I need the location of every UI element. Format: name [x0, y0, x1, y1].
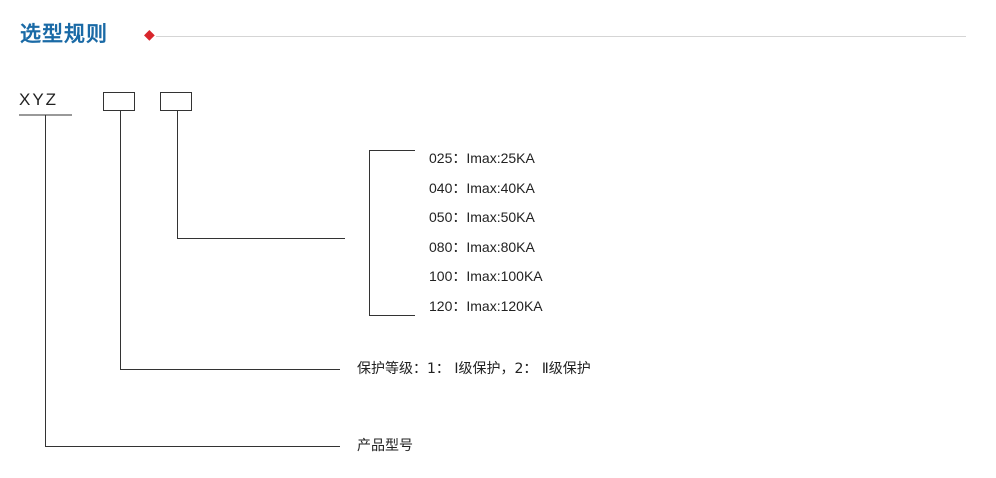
diamond-icon: ◆ — [144, 27, 155, 43]
current-option: 025：Imax:25KA — [429, 150, 535, 166]
product-model-label: 产品型号 — [357, 438, 413, 454]
protection-level-label: 保护等级：1： Ⅰ级保护，2： Ⅱ级保护 — [357, 361, 591, 377]
section-title: 选型规则 — [20, 22, 108, 46]
current-option: 080：Imax:80KA — [429, 239, 535, 255]
current-option: 040：Imax:40KA — [429, 180, 535, 196]
placeholder-box-current — [160, 92, 192, 111]
current-option: 120：Imax:120KA — [429, 298, 543, 314]
connector-current-options — [177, 111, 345, 239]
model-prefix: XYZ — [19, 90, 59, 109]
title-divider — [156, 36, 966, 37]
placeholder-box-protection — [103, 92, 135, 111]
options-bracket — [369, 150, 415, 316]
connector-product-model — [45, 115, 340, 447]
current-option: 100：Imax:100KA — [429, 268, 543, 284]
connector-protection-level — [120, 111, 340, 370]
current-option: 050：Imax:50KA — [429, 209, 535, 225]
